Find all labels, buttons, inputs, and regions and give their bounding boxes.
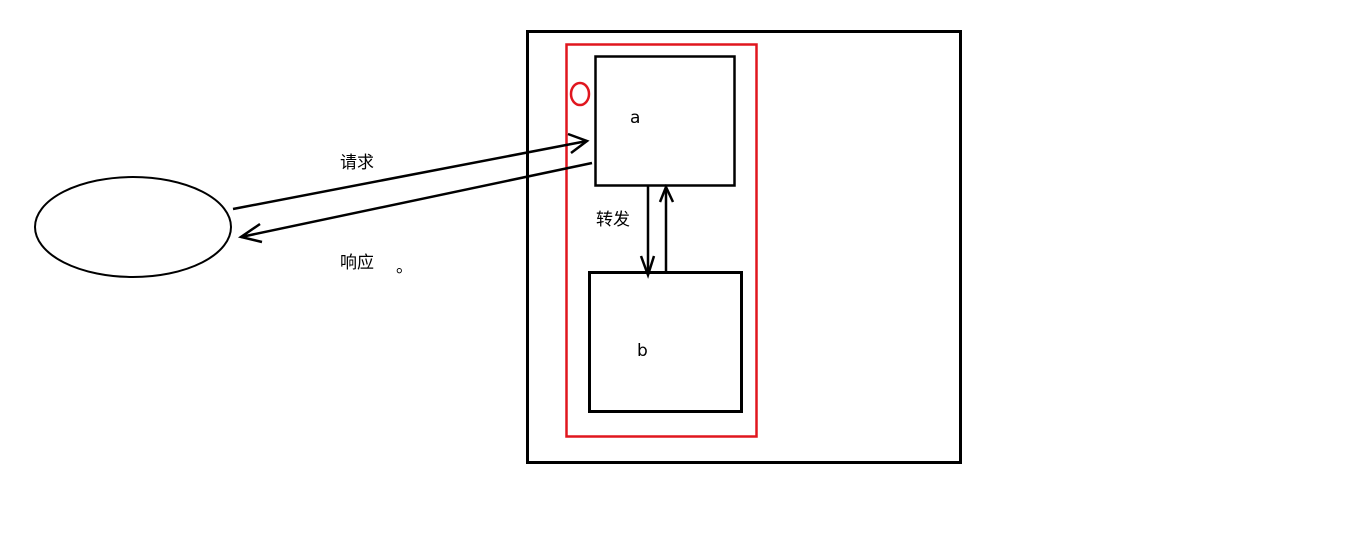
response-period-mark: 。 (396, 257, 413, 277)
request-label: 请求 (340, 153, 374, 173)
response-arrow (237, 161, 593, 244)
box-b (588, 271, 743, 413)
highlight-box (565, 43, 758, 438)
server-container-box (526, 30, 962, 464)
highlight-circle-marker (569, 81, 591, 107)
box-a-label: a (630, 108, 640, 128)
forward-label: 转发 (596, 210, 630, 230)
forward-down-arrow (639, 186, 656, 279)
box-b-label: b (637, 341, 648, 361)
forward-up-arrow (658, 183, 675, 271)
box-a (594, 55, 736, 187)
response-label: 响应 (340, 253, 374, 273)
request-arrow (232, 132, 590, 211)
client-ellipse (34, 176, 232, 278)
